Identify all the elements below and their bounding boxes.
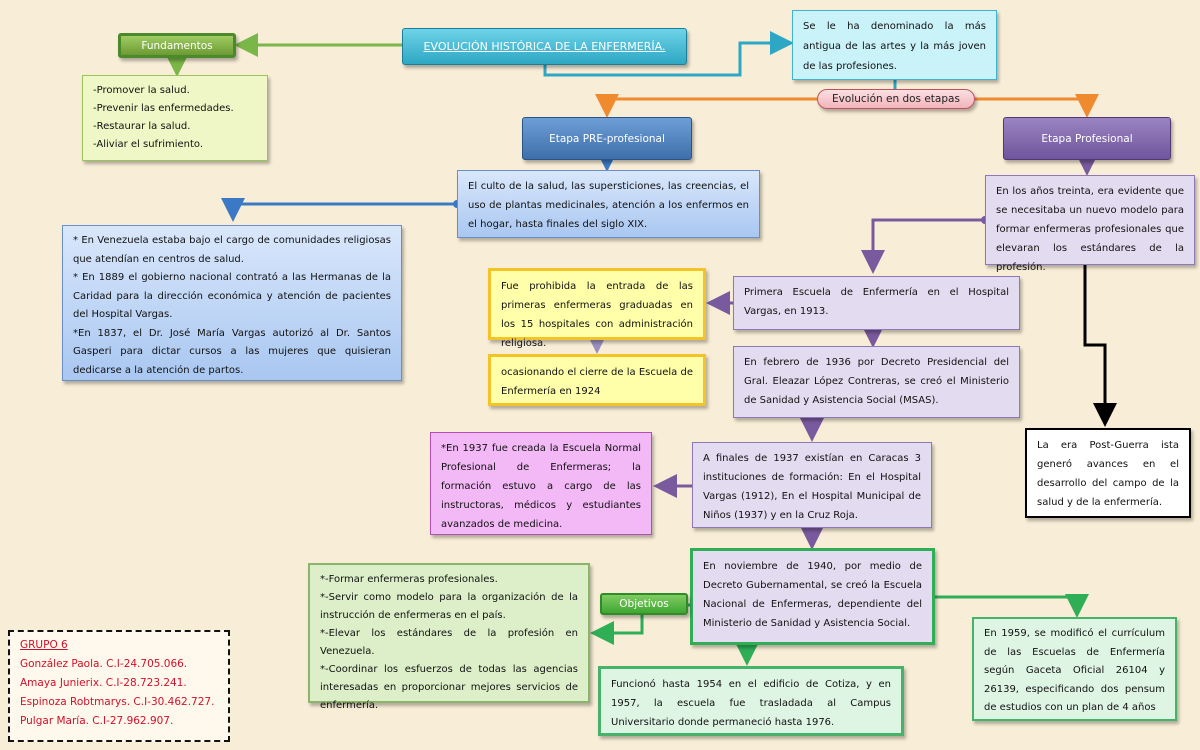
definicion-box: Se le ha denominado la más antigua de la… bbox=[792, 10, 997, 80]
prohibida-text: Fue prohibida la entrada de las primeras… bbox=[501, 281, 693, 349]
curriculum-text: En 1959, se modificó el currículum de la… bbox=[984, 628, 1165, 713]
group-member: González Paola. C.I-24.705.066. bbox=[20, 658, 188, 670]
etapa-profesional-label: Etapa Profesional bbox=[1003, 117, 1171, 160]
msas-text: En febrero de 1936 por Decreto Presidenc… bbox=[744, 357, 1009, 406]
list-item: * En Venezuela estaba bajo el cargo de c… bbox=[73, 235, 391, 265]
anos-treinta-box: En los años treinta, era evidente que se… bbox=[985, 175, 1195, 273]
list-item: *-Elevar los estándares de la profesión … bbox=[320, 628, 578, 657]
link-treinta-primera bbox=[861, 218, 985, 274]
escuela-nacional-text: En noviembre de 1940, por medio de Decre… bbox=[703, 561, 922, 629]
link-treinta-postguerra bbox=[1083, 265, 1117, 427]
list-item: -Promover la salud. bbox=[93, 85, 190, 96]
fundamentos-list: -Promover la salud. -Prevenir las enferm… bbox=[82, 75, 268, 161]
postguerra-box: La era Post-Guerra ista generó avances e… bbox=[1025, 428, 1191, 518]
primera-escuela-box: Primera Escuela de Enfermería en el Hosp… bbox=[733, 276, 1020, 330]
finales-1937-text: A finales de 1937 existían en Caracas 3 … bbox=[703, 453, 921, 521]
group-heading: GRUPO 6 bbox=[20, 639, 68, 651]
escuela-nacional-box: En noviembre de 1940, por medio de Decre… bbox=[690, 548, 935, 645]
objetivos-list: *-Formar enfermeras profesionales. *-Ser… bbox=[308, 563, 590, 711]
definicion-text: Se le ha denominado la más antigua de la… bbox=[803, 21, 986, 72]
list-item: -Aliviar el sufrimiento. bbox=[93, 139, 204, 150]
escuela-normal-text: *En 1937 fue creada la Escuela Normal Pr… bbox=[441, 443, 641, 530]
postguerra-text: La era Post-Guerra ista generó avances e… bbox=[1037, 440, 1179, 508]
list-item: *-Formar enfermeras profesionales. bbox=[320, 574, 498, 585]
list-item: *-Servir como modelo para la organizació… bbox=[320, 592, 578, 621]
group-credits: GRUPO 6 González Paola. C.I-24.705.066. … bbox=[8, 630, 230, 742]
map-title: EVOLUCIÓN HISTÓRICA DE LA ENFERMERÍA. bbox=[402, 28, 687, 65]
link-objetivos-lista bbox=[590, 615, 644, 645]
list-item: -Prevenir las enfermedades. bbox=[93, 103, 234, 114]
venezuela-box: * En Venezuela estaba bajo el cargo de c… bbox=[62, 225, 402, 381]
group-member: Amaya Junierix. C.I-28.723.241. bbox=[20, 677, 187, 689]
msas-box: En febrero de 1936 por Decreto Presidenc… bbox=[733, 346, 1020, 418]
anos-treinta-text: En los años treinta, era evidente que se… bbox=[996, 186, 1184, 273]
group-member: Pulgar María. C.I-27.962.907. bbox=[20, 715, 174, 727]
link-evolucion-prof bbox=[975, 94, 1099, 118]
list-item: *-Coordinar los esfuerzos de todas las a… bbox=[320, 664, 578, 711]
primera-escuela-text: Primera Escuela de Enfermería en el Hosp… bbox=[744, 287, 1009, 317]
link-nacional-curriculum bbox=[935, 594, 1089, 618]
link-culto-venezuela bbox=[221, 198, 457, 222]
link-title-definicion bbox=[543, 31, 794, 77]
etapa-pre-label: Etapa PRE-profesional bbox=[522, 117, 692, 160]
cierre-text: ocasionando el cierre de la Escuela de E… bbox=[501, 367, 693, 397]
escuela-normal-box: *En 1937 fue creada la Escuela Normal Pr… bbox=[430, 432, 652, 535]
curriculum-box: En 1959, se modificó el currículum de la… bbox=[972, 617, 1177, 721]
list-item: -Restaurar la salud. bbox=[93, 121, 191, 132]
fundamentos-label: Fundamentos bbox=[118, 33, 236, 58]
evolucion-label: Evolución en dos etapas bbox=[817, 89, 975, 109]
cotiza-box: Funcionó hasta 1954 en el edificio de Co… bbox=[598, 666, 904, 736]
prohibida-box: Fue prohibida la entrada de las primeras… bbox=[488, 268, 706, 349]
list-item: *En 1837, el Dr. José María Vargas autor… bbox=[73, 327, 391, 376]
finales-1937-box: A finales de 1937 existían en Caracas 3 … bbox=[692, 442, 932, 528]
cierre-box: ocasionando el cierre de la Escuela de E… bbox=[488, 354, 706, 406]
culto-text: El culto de la salud, las supersticiones… bbox=[468, 181, 749, 230]
link-evolucion-pre bbox=[595, 94, 817, 118]
culto-box: El culto de la salud, las supersticiones… bbox=[457, 170, 760, 238]
group-member: Espinoza Robtmarys. C.I-30.462.727. bbox=[20, 696, 215, 708]
cotiza-text: Funcionó hasta 1954 en el edificio de Co… bbox=[611, 679, 891, 728]
objetivos-label: Objetivos bbox=[600, 593, 688, 615]
list-item: * En 1889 el gobierno nacional contrató … bbox=[73, 272, 391, 320]
